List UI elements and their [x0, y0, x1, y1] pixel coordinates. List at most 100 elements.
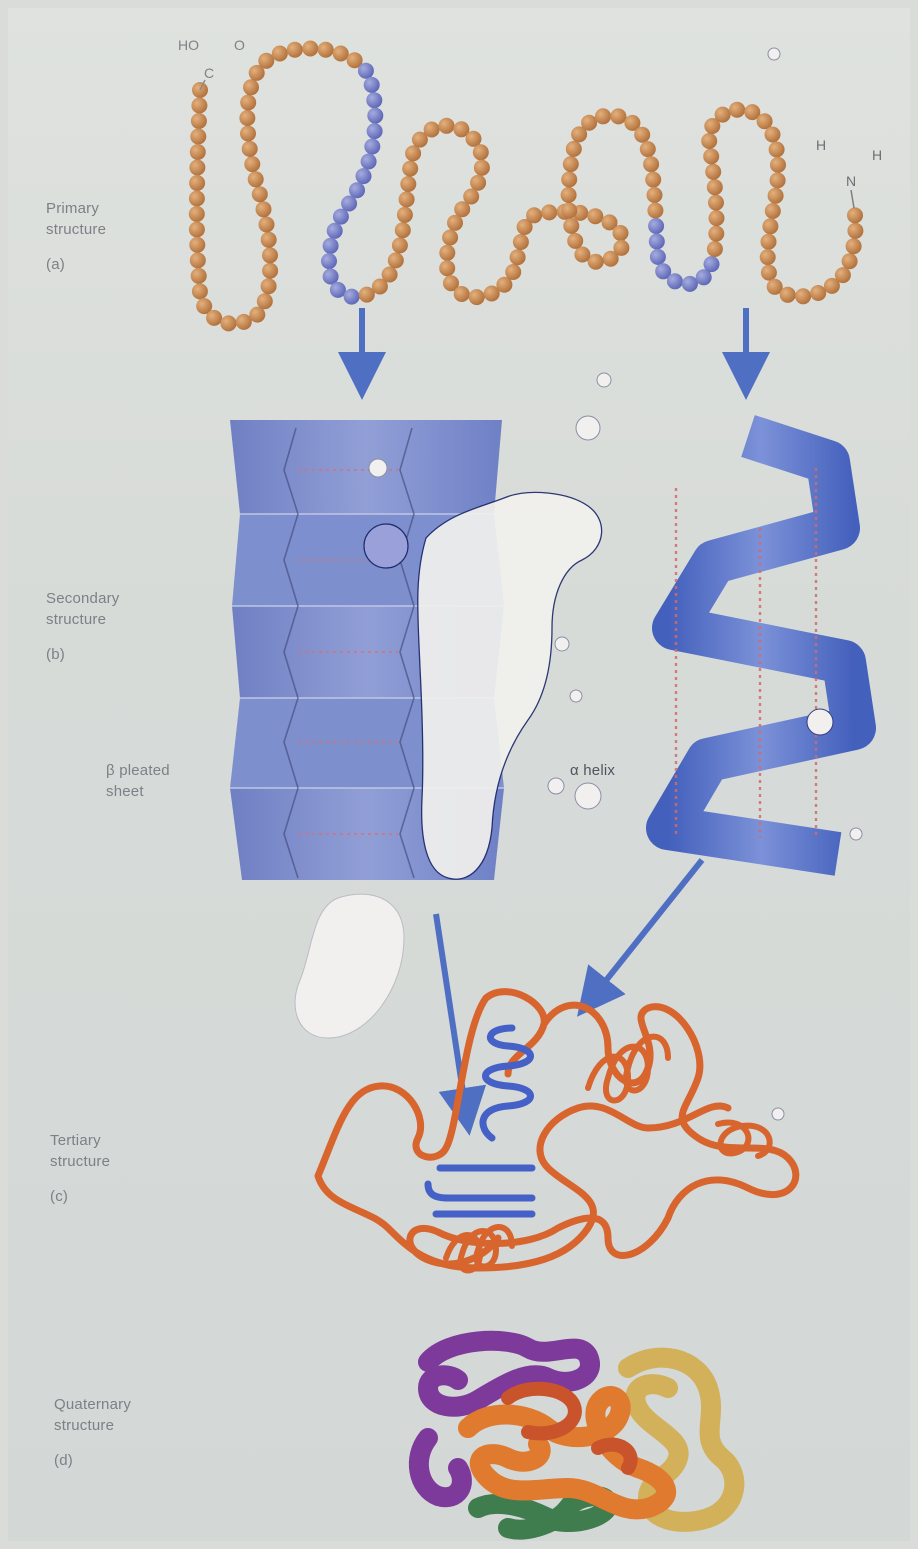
- quaternary-complex: [419, 1341, 735, 1530]
- residue-bead: [760, 249, 776, 265]
- residue-bead: [454, 201, 470, 217]
- residue-bead: [595, 108, 611, 124]
- residue-bead: [190, 252, 206, 268]
- residue-bead: [439, 260, 455, 276]
- residue-bead-blue: [327, 223, 343, 239]
- residue-bead: [795, 288, 811, 304]
- residue-bead: [318, 42, 334, 58]
- residue-bead: [392, 237, 408, 253]
- residue-bead: [259, 217, 275, 233]
- residue-bead: [189, 206, 205, 222]
- residue-bead: [645, 172, 661, 188]
- residue-bead: [189, 237, 205, 253]
- residue-bead: [239, 110, 255, 126]
- residue-bead: [243, 79, 259, 95]
- residue-bead: [574, 247, 590, 263]
- residue-bead: [272, 46, 288, 62]
- residue-bead: [405, 145, 421, 161]
- amino-end: H H N: [816, 137, 882, 208]
- svg-text:O: O: [234, 37, 245, 53]
- tertiary-fold: [318, 992, 796, 1271]
- residue-bead: [613, 225, 629, 241]
- residue-bead: [473, 144, 489, 160]
- residue-bead: [333, 46, 349, 62]
- residue-bead-blue: [704, 256, 720, 272]
- residue-bead: [761, 265, 777, 281]
- residue-bead-blue: [364, 77, 380, 93]
- residue-bead: [402, 161, 418, 177]
- residue-bead: [257, 293, 273, 309]
- residue-bead: [510, 249, 526, 265]
- residue-bead: [439, 245, 455, 261]
- residue-bead: [762, 218, 778, 234]
- residue-bead: [244, 156, 260, 172]
- residue-bead: [302, 41, 318, 57]
- residue-bead: [709, 210, 725, 226]
- residue-bead: [190, 144, 206, 160]
- residue-bead: [768, 188, 784, 204]
- primary-chain: HO O C H H N: [178, 37, 882, 331]
- residue-bead-blue: [344, 289, 360, 305]
- residue-bead: [846, 238, 862, 254]
- residue-bead: [397, 207, 413, 223]
- residue-bead: [240, 126, 256, 142]
- residue-bead: [567, 233, 583, 249]
- residue-bead: [765, 203, 781, 219]
- svg-text:H: H: [872, 147, 882, 163]
- residue-bead: [707, 241, 723, 257]
- residue-bead: [248, 171, 264, 187]
- residue-bead: [765, 127, 781, 143]
- residue-bead: [780, 287, 796, 303]
- beta-pleated-sheet: [230, 420, 602, 880]
- residue-bead: [561, 203, 577, 219]
- residue-bead: [842, 253, 858, 269]
- residue-bead-blue: [667, 273, 683, 289]
- residue-bead-blue: [682, 276, 698, 292]
- svg-text:C: C: [204, 65, 214, 81]
- residue-bead: [647, 203, 663, 219]
- residue-bead: [439, 118, 455, 134]
- residue-bead-blue: [649, 234, 665, 250]
- residue-bead: [221, 315, 237, 331]
- residue-bead: [581, 115, 597, 131]
- residue-bead-blue: [361, 154, 377, 170]
- residue-bead: [287, 42, 303, 58]
- residue-bead: [513, 234, 529, 250]
- residue-bead: [474, 160, 490, 176]
- residue-bead-blue: [330, 282, 346, 298]
- residue-bead: [708, 195, 724, 211]
- residue-bead: [470, 175, 486, 191]
- residue-bead: [442, 230, 458, 246]
- residue-bead-blue: [321, 253, 337, 269]
- residue-bead: [261, 278, 277, 294]
- residue-bead: [610, 108, 626, 124]
- residue-bead: [191, 98, 207, 114]
- residue-bead: [424, 122, 440, 138]
- svg-text:H: H: [816, 137, 826, 153]
- residue-bead: [561, 172, 577, 188]
- residue-bead: [566, 141, 582, 157]
- residue-bead: [256, 201, 272, 217]
- residue-bead: [400, 176, 416, 192]
- residue-bead: [603, 251, 619, 267]
- residue-bead: [261, 232, 277, 248]
- residue-bead: [189, 160, 205, 176]
- residue-bead: [206, 310, 222, 326]
- residue-bead: [191, 113, 207, 129]
- svg-text:N: N: [846, 173, 856, 189]
- residue-bead: [505, 264, 521, 280]
- residue-bead: [770, 172, 786, 188]
- residue-bead: [705, 164, 721, 180]
- residue-bead: [192, 283, 208, 299]
- figure-page: Primary structure (a) Secondary structur…: [8, 8, 910, 1541]
- residue-bead: [262, 247, 278, 263]
- residue-bead: [454, 286, 470, 302]
- residue-bead: [729, 102, 745, 118]
- residue-bead: [466, 131, 482, 147]
- residue-bead-blue: [333, 209, 349, 225]
- carboxyl-end: HO O C: [178, 37, 245, 90]
- residue-bead: [240, 95, 256, 111]
- svg-text:HO: HO: [178, 37, 199, 53]
- residue-bead: [190, 129, 206, 145]
- residue-bead: [561, 187, 577, 203]
